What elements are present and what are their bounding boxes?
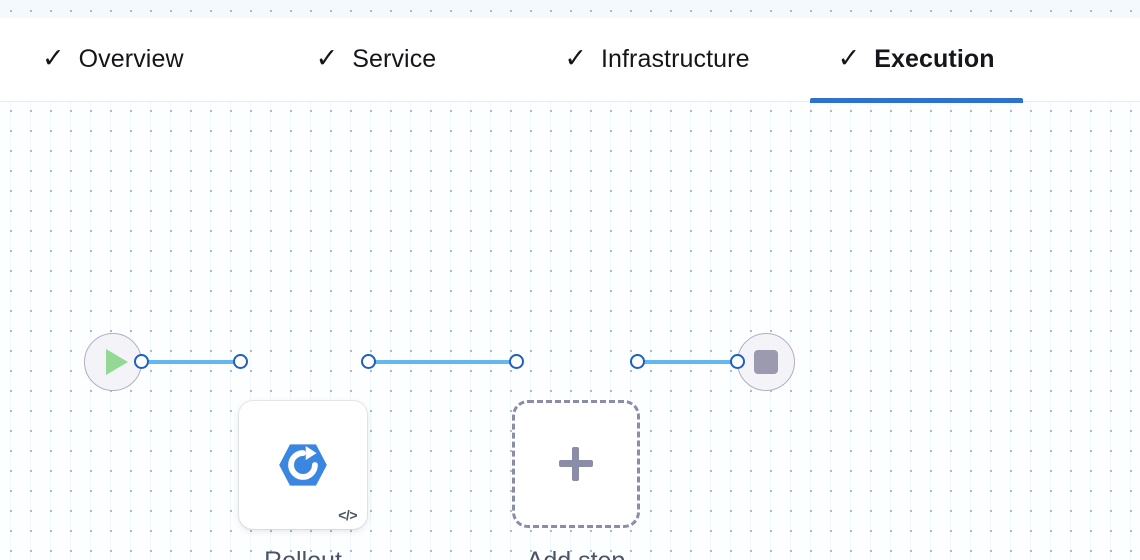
execution-pipeline-canvas[interactable]: </> Rollout Deployment Add step [0, 103, 1140, 560]
play-icon [105, 349, 128, 375]
port-end-input[interactable] [730, 354, 745, 369]
port-addstep-input[interactable] [509, 354, 524, 369]
tab-service[interactable]: ✓ Service [292, 18, 461, 102]
plus-icon [559, 447, 593, 481]
tab-infrastructure[interactable]: ✓ Infrastructure [540, 18, 773, 102]
step-card-rollout-deployment[interactable]: </> [239, 401, 367, 529]
tab-overview-label: Overview [78, 45, 184, 73]
pipeline-step-tabbar: ✓ Overview ✓ Service ✓ Infrastructure ✓ … [0, 18, 1140, 103]
step-label-rollout-deployment: Rollout Deployment [183, 540, 423, 560]
connector-addstep-to-end [637, 360, 738, 364]
rollout-deployment-hexagon-icon [279, 444, 327, 486]
port-rollout-output[interactable] [361, 354, 376, 369]
tab-execution[interactable]: ✓ Execution [809, 18, 1023, 103]
port-start-output[interactable] [134, 354, 149, 369]
code-icon: </> [338, 507, 357, 523]
check-icon: ✓ [564, 43, 587, 73]
add-step-button[interactable] [512, 400, 640, 528]
end-node[interactable] [737, 333, 795, 391]
check-icon: ✓ [837, 43, 861, 73]
connector-start-to-rollout [141, 360, 241, 364]
check-icon: ✓ [315, 43, 339, 73]
tab-overview[interactable]: ✓ Overview [18, 18, 208, 102]
canvas-top-strip [0, 0, 1140, 18]
tab-infrastructure-label: Infrastructure [600, 45, 750, 73]
stop-icon [754, 350, 778, 374]
connector-rollout-to-addstep [368, 360, 517, 364]
check-icon: ✓ [42, 43, 65, 73]
port-addstep-output[interactable] [630, 354, 645, 369]
add-step-label: Add step [466, 540, 686, 560]
port-rollout-input[interactable] [233, 354, 248, 369]
start-node[interactable] [84, 333, 142, 391]
tab-execution-label: Execution [874, 45, 995, 73]
tab-service-label: Service [352, 45, 437, 73]
